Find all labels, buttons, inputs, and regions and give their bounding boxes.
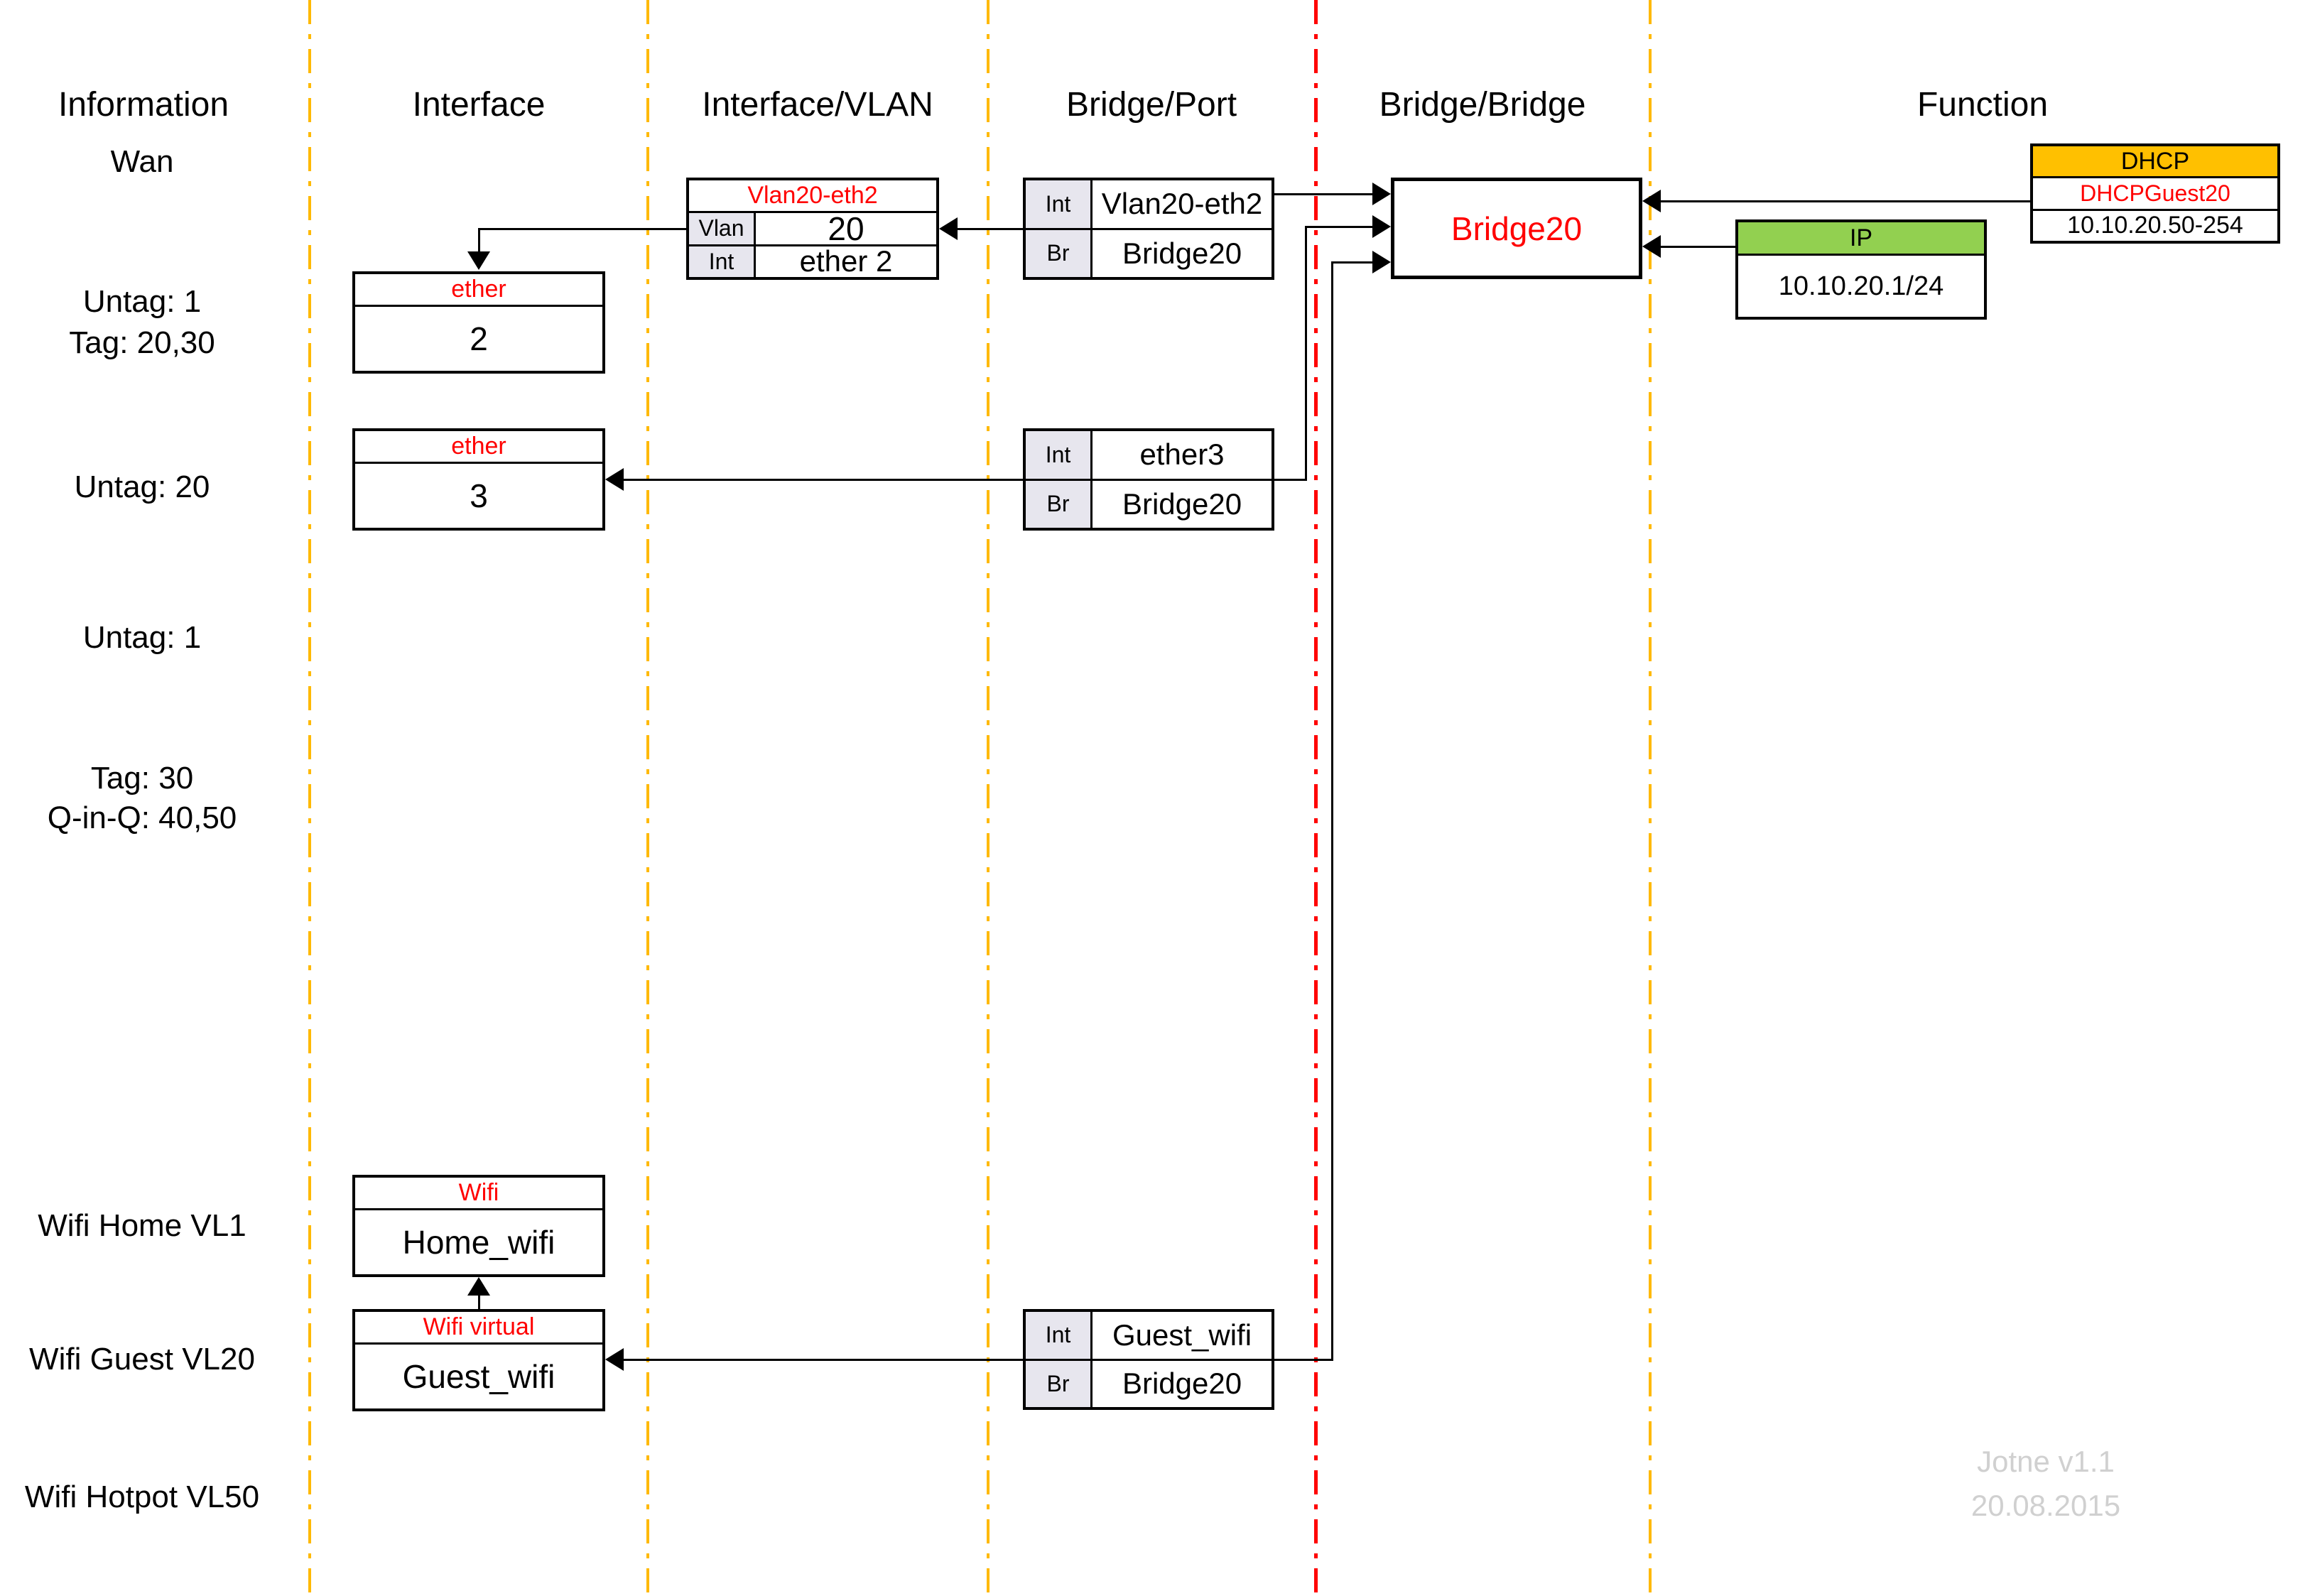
column-header-interface: Interface [412, 86, 546, 124]
int-cell-value: ether 2 [799, 244, 893, 278]
arrowhead-into-ether2 [467, 251, 490, 270]
column-header-function: Function [1916, 86, 2049, 124]
info-label-wan-untag: Untag: 1 [82, 284, 202, 319]
connector-bp2-stub [1274, 479, 1307, 481]
bp3-int-row: Int Guest_wifi [1026, 1312, 1272, 1359]
arrowhead-into-ether3 [605, 468, 624, 491]
info-label-tag30: Tag: 30 [90, 761, 194, 796]
ip-box: IP 10.10.20.1/24 [1735, 219, 1987, 320]
connector-vlan-to-ether2-h [479, 228, 686, 230]
arrowhead-into-bridge20-top [1372, 183, 1391, 205]
connector-bp2-to-bridge20 [1305, 226, 1374, 228]
vlan-cell-label: Vlan [689, 213, 756, 244]
wifi-guest-box-title: Wifi virtual [355, 1312, 602, 1345]
dhcp-box: DHCP DHCPGuest20 10.10.20.50-254 [2030, 143, 2280, 244]
bp1-int-row: Int Vlan20-eth2 [1026, 180, 1272, 228]
vlan20-eth2-vlan-row: Vlan 20 [689, 210, 936, 247]
ether3-interface-box: ether 3 [352, 428, 605, 531]
watermark-date: 20.08.2015 [1970, 1489, 2121, 1522]
info-label-wifi-home: Wifi Home VL1 [38, 1208, 246, 1243]
lane-separator-1 [308, 0, 311, 1596]
wifi-guest-box-value: Guest_wifi [402, 1358, 555, 1395]
lane-separator-5 [1649, 0, 1652, 1596]
info-label-wifi-hotpot: Wifi Hotpot VL50 [24, 1480, 260, 1514]
br-cell-label: Br [1026, 480, 1093, 528]
arrowhead-into-home-wifi [467, 1277, 490, 1296]
bridge-port-box-vlan20: Int Vlan20-eth2 Br Bridge20 [1023, 178, 1274, 280]
ip-box-title: IP [1738, 222, 1984, 254]
info-label-wifi-guest: Wifi Guest VL20 [29, 1342, 255, 1377]
ether2-box-title: ether [355, 274, 602, 307]
br-cell-value: Bridge20 [1122, 236, 1242, 270]
ip-address-value: 10.10.20.1/24 [1738, 254, 1984, 317]
wifi-guest-interface-box: Wifi virtual Guest_wifi [352, 1309, 605, 1411]
vlan20-eth2-box: Vlan20-eth2 Vlan 20 Int ether 2 [686, 178, 939, 280]
ether3-box-value: 3 [470, 477, 488, 514]
ether2-box-value: 2 [470, 320, 488, 357]
vlan20-eth2-box-title: Vlan20-eth2 [689, 180, 936, 213]
column-header-interface-vlan: Interface/VLAN [702, 86, 933, 124]
dhcp-box-title: DHCP [2033, 146, 2277, 177]
wifi-home-box-title: Wifi [355, 1178, 602, 1210]
int-cell-label: Int [1026, 180, 1093, 228]
connector-dhcp-to-bridge20 [1659, 200, 2030, 202]
bridge20-box: Bridge20 [1391, 178, 1642, 279]
connector-bp3-horizontal [624, 1359, 1333, 1361]
wifi-home-interface-box: Wifi Home_wifi [352, 1175, 605, 1277]
dhcp-pool-range: 10.10.20.50-254 [2033, 208, 2277, 241]
info-label-qinq: Q-in-Q: 40,50 [47, 800, 237, 835]
watermark-version: Jotne v1.1 [1977, 1445, 2115, 1478]
br-cell-label: Br [1026, 229, 1093, 277]
int-cell-value: Vlan20-eth2 [1101, 187, 1263, 221]
column-header-bridge-bridge: Bridge/Bridge [1379, 86, 1586, 124]
connector-bp3-riser [1331, 261, 1333, 1361]
bp1-br-row: Br Bridge20 [1026, 227, 1272, 277]
arrowhead-from-ip [1642, 235, 1661, 258]
arrowhead-into-guest-wifi [605, 1348, 624, 1371]
int-cell-label: Int [1026, 1312, 1093, 1359]
connector-bp2-to-ether3 [624, 479, 1023, 481]
connector-bp1-to-bridge20 [1274, 193, 1374, 195]
vlan20-eth2-int-row: Int ether 2 [689, 244, 936, 278]
info-label-untag1: Untag: 1 [82, 620, 202, 655]
br-cell-value: Bridge20 [1122, 487, 1242, 521]
lane-separator-2 [646, 0, 649, 1596]
lane-separator-red [1314, 0, 1318, 1596]
int-cell-value: ether3 [1139, 438, 1225, 472]
br-cell-value: Bridge20 [1122, 1367, 1242, 1401]
bp3-br-row: Br Bridge20 [1026, 1358, 1272, 1407]
connector-guest-to-home-wifi [478, 1293, 480, 1309]
arrowhead-into-bridge20-bottom [1372, 251, 1391, 273]
int-cell-label: Int [1026, 431, 1093, 479]
bridge-port-box-ether3: Int ether3 Br Bridge20 [1023, 428, 1274, 531]
bridge-port-box-guest-wifi: Int Guest_wifi Br Bridge20 [1023, 1309, 1274, 1410]
ether3-box-title: ether [355, 431, 602, 464]
info-label-wan-tag: Tag: 20,30 [69, 325, 215, 360]
vlan-cell-value: 20 [828, 210, 864, 247]
connector-bp3-to-bridge20 [1331, 261, 1374, 264]
connector-bp2-riser [1305, 226, 1307, 481]
dhcp-server-name: DHCPGuest20 [2033, 176, 2277, 208]
lane-separator-3 [987, 0, 990, 1596]
column-header-bridge-port: Bridge/Port [1066, 86, 1237, 124]
bp2-int-row: Int ether3 [1026, 431, 1272, 479]
br-cell-label: Br [1026, 1360, 1093, 1407]
connector-bp1-to-vlan [956, 228, 1023, 230]
ether2-interface-box: ether 2 [352, 271, 605, 374]
column-header-information: Information [58, 86, 229, 124]
connector-ip-to-bridge20 [1659, 246, 1735, 248]
arrowhead-from-dhcp [1642, 190, 1661, 212]
int-cell-value: Guest_wifi [1112, 1318, 1252, 1352]
int-cell-label: Int [689, 246, 756, 277]
info-label-wan: Wan [110, 144, 174, 179]
arrowhead-into-vlan-box [939, 217, 958, 240]
bp2-br-row: Br Bridge20 [1026, 478, 1272, 528]
arrowhead-into-bridge20-mid [1372, 215, 1391, 238]
connector-vlan-to-ether2-v [478, 228, 480, 255]
bridge20-box-label: Bridge20 [1451, 210, 1583, 247]
wifi-home-box-value: Home_wifi [402, 1224, 555, 1261]
info-label-untag20: Untag: 20 [74, 469, 210, 504]
